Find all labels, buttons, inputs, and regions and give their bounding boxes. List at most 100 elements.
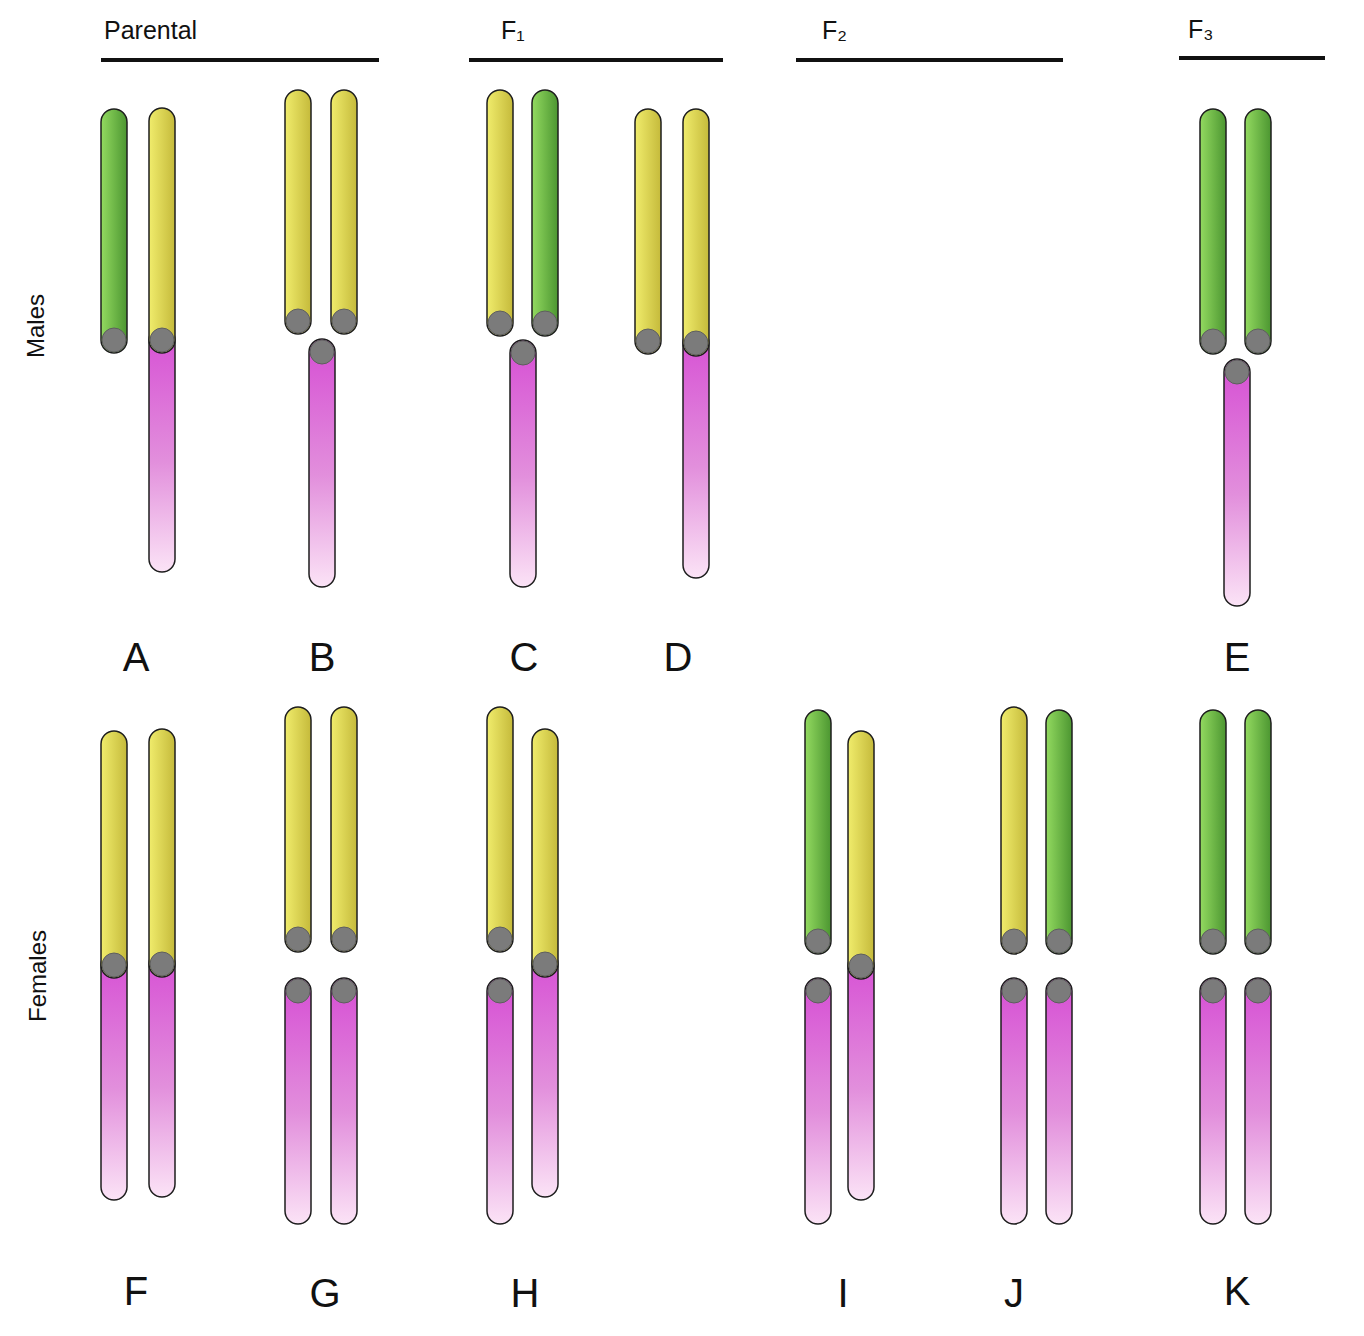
chromosome-arm xyxy=(532,729,558,977)
centromere xyxy=(488,927,512,951)
chromosome-arm xyxy=(683,109,709,356)
generation-bar xyxy=(469,58,723,62)
chromosome-arm xyxy=(149,327,175,572)
generation-bar xyxy=(796,58,1063,62)
chromosome-arm xyxy=(101,952,127,1200)
chromosome-arm xyxy=(532,90,558,336)
chromosome-arm xyxy=(683,330,709,578)
chromosome-arm xyxy=(1245,109,1271,354)
centromere xyxy=(332,927,356,951)
karyotype xyxy=(285,90,357,587)
centromere xyxy=(684,331,708,355)
panel-letter: J xyxy=(1004,1273,1024,1313)
karyotype xyxy=(101,729,175,1200)
chromosome-arm xyxy=(1046,978,1072,1224)
chromosome-arm xyxy=(1245,978,1271,1224)
chromosome-arm xyxy=(1046,710,1072,954)
chromosome-arm xyxy=(149,729,175,977)
centromere xyxy=(286,979,310,1003)
chromosome-arm xyxy=(101,109,127,353)
panel-letter: I xyxy=(837,1273,848,1313)
panel-letter: F xyxy=(124,1271,148,1311)
karyotype xyxy=(1200,710,1271,1224)
centromere xyxy=(533,952,557,976)
chromosome-arm xyxy=(487,978,513,1224)
chromosome-arm xyxy=(285,90,311,334)
sex-label: Females xyxy=(26,930,50,1022)
chromosome-arm xyxy=(309,339,335,587)
karyotype xyxy=(487,90,558,587)
centromere xyxy=(150,328,174,352)
centromere xyxy=(1246,979,1270,1003)
centromere xyxy=(332,979,356,1003)
centromere xyxy=(1201,979,1225,1003)
centromere xyxy=(1002,979,1026,1003)
chromosome-arm xyxy=(1200,710,1226,954)
centromere xyxy=(332,309,356,333)
karyotype xyxy=(487,707,558,1224)
chromosome-arm xyxy=(1245,710,1271,954)
panel-letter: G xyxy=(309,1273,340,1313)
panel-letter: A xyxy=(123,637,150,677)
centromere xyxy=(849,954,873,978)
karyotype xyxy=(1200,109,1271,606)
centromere xyxy=(1225,360,1249,384)
panel-letter: D xyxy=(664,637,693,677)
centromere xyxy=(511,341,535,365)
centromere xyxy=(1201,329,1225,353)
centromere xyxy=(286,309,310,333)
centromere xyxy=(533,311,557,335)
centromere xyxy=(1246,329,1270,353)
centromere xyxy=(286,927,310,951)
chromosome-arm xyxy=(149,108,175,353)
panel-letter: B xyxy=(309,637,336,677)
chromosome-arm xyxy=(532,951,558,1197)
chromosome-arm xyxy=(1224,359,1250,606)
generation-heading: F₃ xyxy=(1188,17,1213,42)
chromosome-arm xyxy=(331,90,357,334)
chromosome-arm xyxy=(487,90,513,336)
chromosome-arm xyxy=(149,951,175,1197)
chromosome-arm xyxy=(805,978,831,1224)
centromere xyxy=(1246,929,1270,953)
centromere xyxy=(102,953,126,977)
sex-label: Males xyxy=(24,294,48,358)
chromosome-arm xyxy=(1001,707,1027,954)
centromere xyxy=(150,952,174,976)
generation-heading: F₁ xyxy=(501,18,525,43)
karyotype xyxy=(635,109,709,578)
chromosome-arm xyxy=(331,707,357,952)
chromosome-arm xyxy=(1200,978,1226,1224)
karyotype xyxy=(805,710,874,1224)
panel-letter: H xyxy=(511,1273,540,1313)
centromere xyxy=(1047,929,1071,953)
panel-letter: E xyxy=(1224,637,1251,677)
chromosome-arm xyxy=(1200,109,1226,354)
panel-letter: K xyxy=(1224,1271,1251,1311)
chromosome-arm xyxy=(101,731,127,978)
chromosome-arm xyxy=(805,710,831,954)
chromosome-arm xyxy=(285,978,311,1224)
chromosome-arm xyxy=(1001,978,1027,1224)
centromere xyxy=(806,929,830,953)
generation-bar xyxy=(101,58,379,62)
karyotype xyxy=(1001,707,1072,1224)
generation-heading: F₂ xyxy=(822,18,847,43)
chromosome-arm xyxy=(510,340,536,587)
centromere xyxy=(636,329,660,353)
generation-bar xyxy=(1179,56,1325,60)
centromere xyxy=(1201,929,1225,953)
chromosome-arm xyxy=(635,109,661,354)
centromere xyxy=(488,311,512,335)
chromosome-arm xyxy=(848,953,874,1200)
centromere xyxy=(102,328,126,352)
generation-heading: Parental xyxy=(104,18,197,43)
centromere xyxy=(806,979,830,1003)
chromosome-arm xyxy=(848,731,874,979)
centromere xyxy=(310,340,334,364)
chromosome-arm xyxy=(487,707,513,952)
centromere xyxy=(488,979,512,1003)
chromosome-arm xyxy=(285,707,311,952)
chromosome-arm xyxy=(331,978,357,1224)
